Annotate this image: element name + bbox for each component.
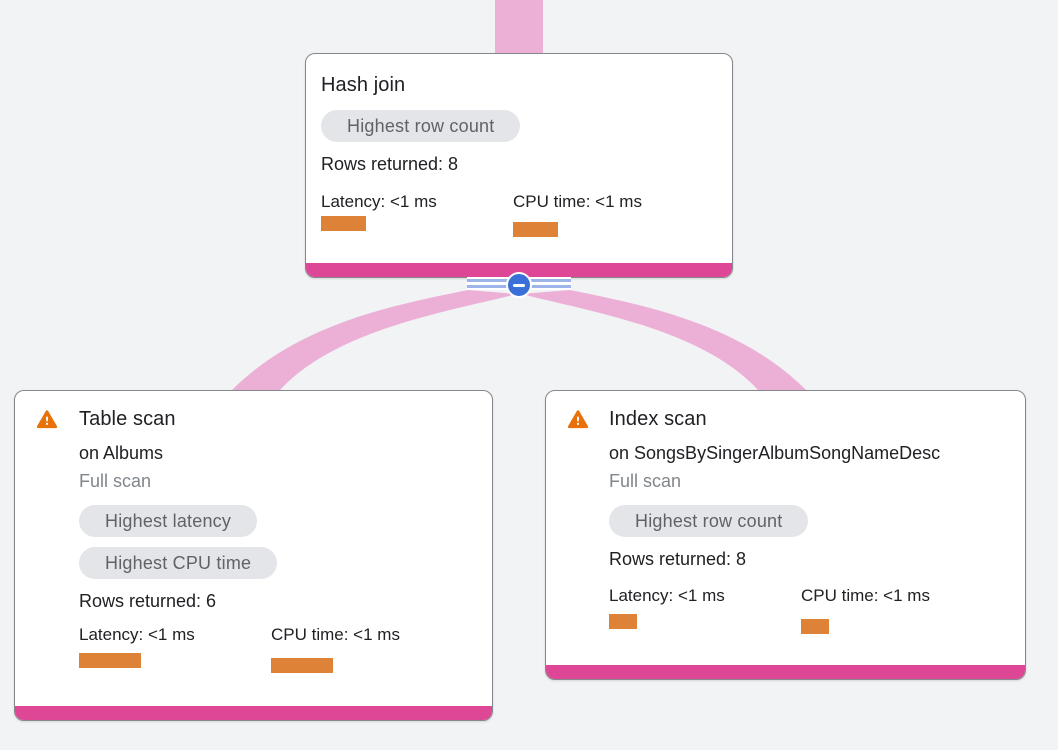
- node-accent-bar: [15, 706, 492, 720]
- node-accent-bar: [306, 263, 732, 277]
- cpu-time-metric: CPU time: <1 ms: [271, 623, 463, 673]
- cpu-time-label: CPU time: <1 ms: [513, 192, 642, 211]
- minus-icon: [513, 283, 525, 287]
- edge-to-table-scan: [232, 290, 517, 390]
- latency-metric: Latency: <1 ms: [79, 623, 271, 673]
- warning-icon: [567, 408, 589, 430]
- scan-type-label: Full scan: [79, 471, 152, 491]
- badge-highest-cpu-time: Highest CPU time: [79, 547, 278, 579]
- node-card-hash-join[interactable]: Hash join Highest row count Rows returne…: [305, 53, 733, 278]
- node-accent-bar: [546, 665, 1025, 679]
- badge-highest-row-count: Highest row count: [609, 505, 809, 537]
- node-card-index-scan[interactable]: Index scan on SongsBySingerAlbumSongName…: [545, 390, 1026, 680]
- latency-label: Latency: <1 ms: [609, 586, 725, 605]
- rows-returned: Rows returned: 8: [321, 154, 459, 174]
- scan-type-label: Full scan: [609, 471, 682, 491]
- cpu-time-metric: CPU time: <1 ms: [513, 190, 705, 237]
- cpu-time-bar: [513, 222, 558, 237]
- badge-highest-latency: Highest latency: [79, 505, 258, 537]
- node-title: Index scan: [609, 408, 707, 430]
- node-title: Hash join: [321, 74, 406, 96]
- node-card-table-scan[interactable]: Table scan on Albums Full scan Highest l…: [14, 390, 493, 721]
- latency-metric: Latency: <1 ms: [321, 190, 513, 237]
- node-title: Table scan: [79, 408, 176, 430]
- cpu-time-label: CPU time: <1 ms: [801, 586, 930, 605]
- latency-label: Latency: <1 ms: [79, 625, 195, 644]
- latency-bar: [79, 653, 141, 668]
- cpu-time-bar: [801, 619, 829, 634]
- latency-bar: [609, 614, 637, 629]
- latency-label: Latency: <1 ms: [321, 192, 437, 211]
- latency-metric: Latency: <1 ms: [609, 584, 801, 634]
- latency-bar: [321, 216, 366, 231]
- cpu-time-label: CPU time: <1 ms: [271, 625, 400, 644]
- node-target: on Albums: [79, 443, 164, 463]
- collapse-button[interactable]: [506, 272, 532, 298]
- edge-from-parent: [495, 0, 543, 56]
- edge-to-index-scan: [521, 290, 806, 390]
- warning-icon: [36, 408, 58, 430]
- rows-returned: Rows returned: 8: [609, 549, 747, 569]
- collapse-control: [467, 272, 571, 298]
- node-target: on SongsBySingerAlbumSongNameDesc: [609, 443, 941, 463]
- cpu-time-metric: CPU time: <1 ms: [801, 584, 993, 634]
- rows-returned: Rows returned: 6: [79, 591, 217, 611]
- badge-highest-row-count: Highest row count: [321, 110, 521, 142]
- cpu-time-bar: [271, 658, 333, 673]
